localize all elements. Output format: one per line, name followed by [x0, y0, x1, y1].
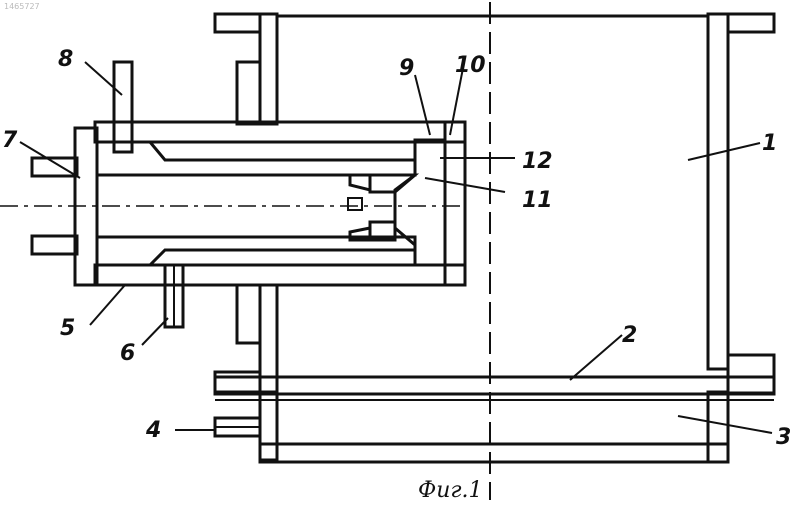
- label-6: 6: [120, 341, 135, 366]
- label-1: 1: [762, 131, 777, 156]
- label-10: 10: [455, 53, 486, 78]
- label-12: 12: [522, 149, 553, 174]
- label-2: 2: [622, 323, 637, 348]
- label-7: 7: [2, 128, 18, 153]
- label-8: 8: [58, 47, 73, 72]
- inner-fuel-tube: [32, 142, 415, 265]
- label-5: 5: [60, 316, 75, 341]
- figure-caption: Фиг.1: [418, 478, 483, 503]
- porous-distribution-plate: [215, 377, 774, 394]
- inlet-pipe: [215, 418, 260, 436]
- top-supply-pipe: [114, 62, 132, 152]
- label-11: 11: [522, 188, 553, 213]
- label-3: 3: [776, 425, 791, 450]
- document-number: 1465727: [4, 2, 40, 11]
- label-4: 4: [145, 418, 161, 443]
- label-9: 9: [399, 56, 414, 81]
